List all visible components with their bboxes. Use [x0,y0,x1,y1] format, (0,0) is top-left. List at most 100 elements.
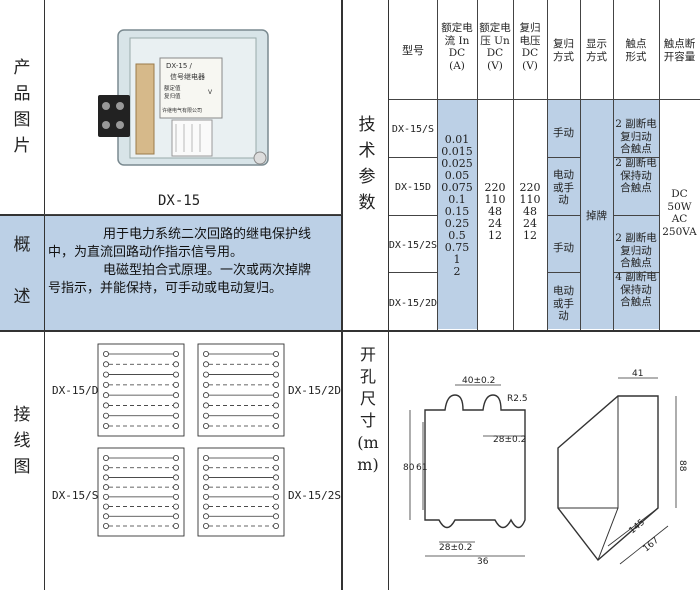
wiring-label: 接线图 [10,402,34,480]
terminal-circle [272,493,279,500]
rc-5: 0.1 [448,193,466,206]
table-rule-row2c [613,157,659,158]
terminal-circle [103,474,109,481]
h-rsv-2: DC [521,47,539,59]
bc-1: 50W [667,200,692,213]
h-rv-3: (V) [487,59,503,72]
breaking-capacity-values: DC 50W AC 250VA [659,188,700,238]
table-rule-row2 [388,157,438,158]
product-image-label-text: 产品图片 [13,58,31,156]
divider-overview [0,330,700,332]
terminal-circle [173,493,180,500]
model-row-2: DX-15D [394,182,432,193]
rsv-4: 12 [523,229,537,242]
terminal-circle [272,455,279,462]
terminal-circle [103,455,109,462]
terminal-circle [272,423,279,430]
terminal-circle [173,423,180,430]
terminal-circle [203,402,210,409]
terminal-circle [173,350,180,357]
rc-8: 0.5 [448,229,466,242]
contact-form-row-4: 4 副断电 保持动 合触点 [613,271,659,309]
table-col-rule-5 [580,0,581,330]
terminal-circle [203,513,210,520]
terminal-circle [103,464,109,471]
wiring-label-text: 接线图 [13,405,31,477]
rv-0: 220 [484,181,506,194]
cf2-0: 2 副断电 [615,232,657,244]
terminal-circle [272,350,279,357]
h-rc-3: (A) [449,59,465,72]
table-col-rule-4 [547,0,548,330]
terminal-circle [272,381,279,388]
terminal-circle [173,392,180,399]
display-mode-value: 掉牌 [586,210,607,222]
terminal-circle [103,513,109,520]
rsv-3: 24 [523,217,537,230]
dim-80: 80 [403,463,415,473]
table-col-rule-7 [659,0,660,330]
rc-7: 0.25 [444,217,470,230]
rv-3: 24 [488,217,502,230]
overview-band [0,214,342,330]
h-cf-0: 触点 [625,38,647,50]
rc-11: 2 [453,265,461,278]
terminal-circle [103,412,109,419]
overview-line-2: 中，为直流回路动作指示信号用。 [48,245,244,260]
contact-form-row-1: 2 副断电 复归动 合触点 [613,118,659,156]
wiring-label-dx15-2d: DX-15/2D [288,384,341,397]
terminal-circle [203,412,210,419]
display-mode-col-bg [580,99,613,329]
terminal-circle [272,484,279,491]
header-rated-current: 额定电 流 In DC (A) [437,22,477,72]
rated-current-col-bg [437,99,477,329]
cf0-2: 合触点 [620,143,652,155]
reset-mode-col-bg [547,99,580,329]
contact-form-col-bg [613,99,659,329]
relay-label-name: 信号继电器 [170,72,205,81]
overview-line-1: 用于电力系统二次回路的继电保护线 [103,227,312,242]
rsv-0: 220 [519,181,541,194]
overview-line-3: 电磁型拍合式原理。一次或两次掉牌 [103,263,312,278]
h-rv-1: 压 Un [480,34,510,47]
table-col-rule-1 [437,0,438,330]
wiring-label-dx15s: DX-15/S [52,489,99,502]
h-rv-0: 额定电 [479,22,511,34]
cutout-label: 开孔尺寸(mm) [354,344,382,476]
terminal-circle [173,522,180,529]
h-bc-1: 开容量 [663,50,696,63]
terminal-circle [103,361,109,368]
bc-3: 250VA [662,225,697,238]
terminal-circle [272,464,279,471]
table-rule-row4b [547,272,580,273]
reset-mode-row-4: 电动或手动 [553,285,574,322]
cutout-drawing-front: 40±0.2 R2.5 28±0.2 80 61 28±0.2 36 [403,376,528,567]
rated-current-values: 0.01 0.015 0.025 0.05 0.075 0.1 0.15 0.2… [437,134,477,278]
h-rsv-1: 电压 [519,34,541,47]
header-reset-voltage: 复归 电压 DC (V) [513,22,547,72]
reset-voltage-values: 220 110 48 24 12 [513,182,547,242]
header-model: 型号 [402,44,424,57]
product-model-caption: DX-15 [158,193,201,209]
cutout-label-text: 开孔尺寸(mm) [357,345,379,474]
rc-0: 0.01 [444,133,470,146]
terminal-circle [173,474,180,481]
table-rule-row3c [613,215,659,216]
h-rm-1: 方式 [553,50,574,63]
terminal-circle [272,371,279,378]
rated-voltage-values: 220 110 48 24 12 [477,182,513,242]
terminal-circle [173,371,180,378]
terminal-circle [103,381,109,388]
header-display-mode: 显示 方式 [580,38,613,63]
terminal-circle [272,402,279,409]
cf3-2: 合触点 [620,296,652,308]
caption-rule [44,214,342,215]
terminal-circle [272,513,279,520]
terminal-circle [103,392,109,399]
cf2-2: 合触点 [620,257,652,269]
relay-label-reset: 复归值 [164,92,181,100]
header-reset-mode: 复归 方式 [547,38,580,63]
wiring-diagram-1 [97,343,185,437]
terminal-circle [203,474,210,481]
